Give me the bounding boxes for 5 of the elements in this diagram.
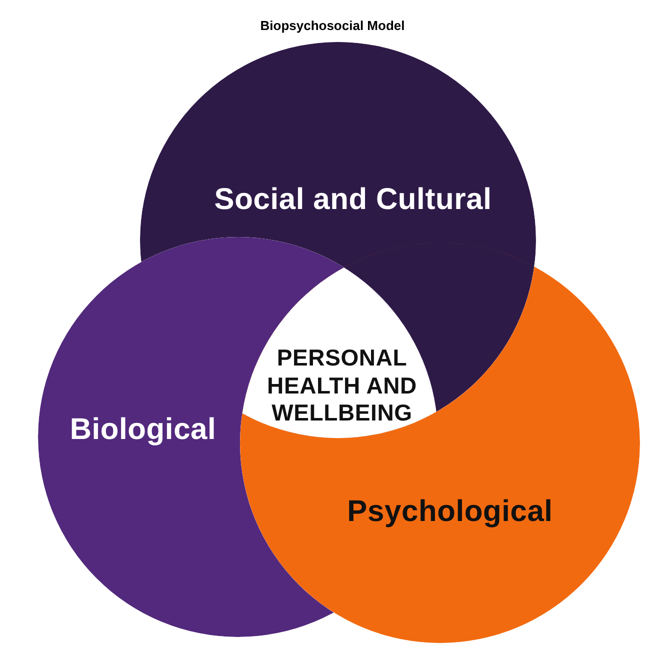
circle-label: Psychological bbox=[347, 495, 553, 529]
diagram-title: Biopsychosocial Model bbox=[259, 18, 406, 33]
circle-label: Biological bbox=[70, 413, 216, 447]
overlap-label: PERSONAL HEALTH AND WELLBEING bbox=[266, 344, 418, 428]
circle-label: Social and Cultural bbox=[214, 183, 492, 217]
